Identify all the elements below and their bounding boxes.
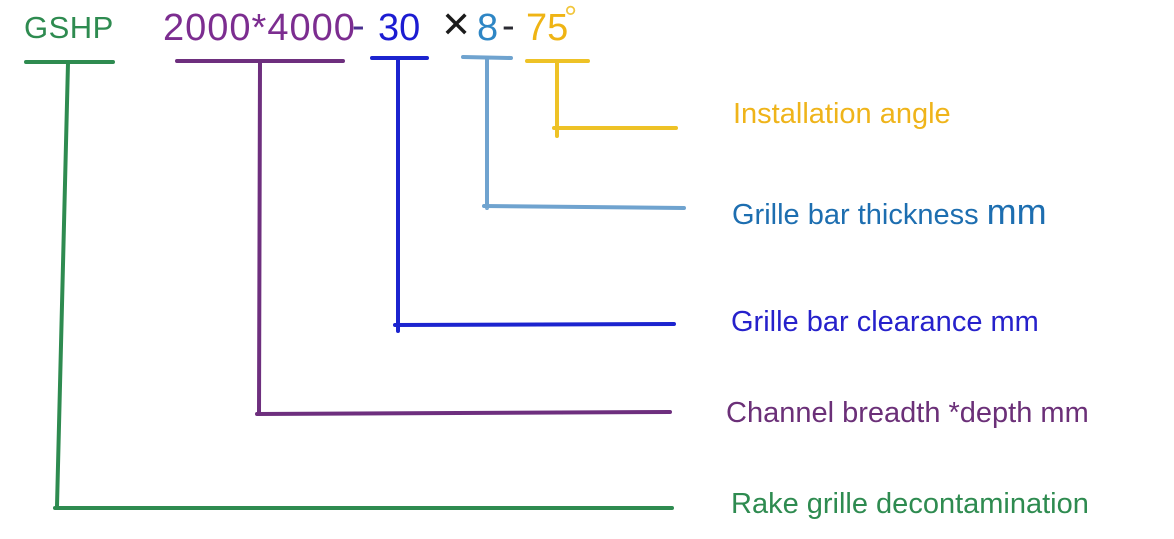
label-bar-thickness-unit: mm bbox=[986, 191, 1047, 232]
code-bar-thickness-value: 8 bbox=[477, 7, 499, 49]
code-channel-size: 2000*4000 bbox=[163, 7, 356, 49]
connector-installation-angle bbox=[525, 59, 678, 138]
label-installation-angle: Installation angle bbox=[733, 98, 951, 130]
connector-channel-breadth bbox=[175, 59, 672, 416]
degree-symbol: ° bbox=[564, 0, 578, 36]
code-series: GSHP bbox=[24, 10, 114, 45]
connector-rake-grille bbox=[24, 60, 674, 510]
label-rake-grille: Rake grille decontamination bbox=[731, 488, 1089, 520]
label-channel-breadth: Channel breadth *depth mm bbox=[726, 397, 1089, 429]
label-bar-thickness-text: Grille bar thickness bbox=[732, 199, 979, 231]
multiply-icon: ✕ bbox=[441, 5, 472, 46]
code-angle-value: 75 bbox=[526, 7, 569, 49]
code-separator-1: - bbox=[352, 5, 365, 47]
label-bar-clearance: Grille bar clearance mm bbox=[731, 306, 1039, 338]
code-separator-2: - bbox=[502, 5, 515, 47]
code-bar-clearance-value: 30 bbox=[378, 7, 421, 49]
label-bar-thickness: Grille bar thickness mm bbox=[732, 190, 1047, 233]
connector-bar-clearance bbox=[370, 56, 676, 333]
connector-bar-thickness bbox=[461, 55, 686, 210]
